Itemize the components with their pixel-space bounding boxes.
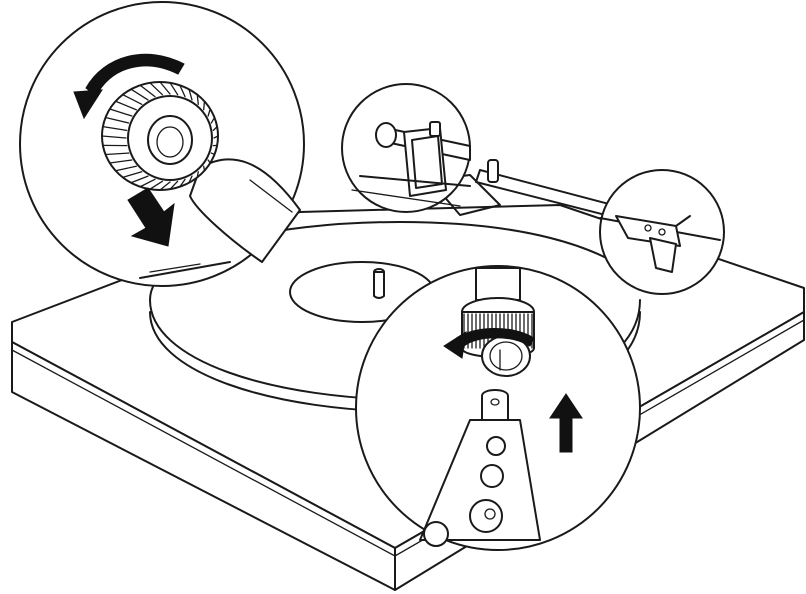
knurl-tick	[207, 108, 211, 117]
knurl-tick	[102, 125, 128, 132]
knurl-tick	[159, 181, 171, 191]
knurl-tick	[210, 152, 216, 156]
knurl-tick	[149, 180, 164, 190]
knurl-tick	[179, 84, 186, 98]
knurl-tick	[203, 100, 206, 111]
knurl-tick	[203, 165, 206, 172]
knurl-tick	[139, 178, 156, 188]
rotate-counterclockwise-arrow-icon	[73, 53, 185, 120]
knurl-tick	[159, 81, 171, 95]
knurl-tick	[104, 152, 130, 156]
knurl-tick	[210, 116, 216, 124]
rotate-counterclockwise-arrow-icon	[443, 328, 535, 359]
connector-detail-magnifier	[355, 265, 641, 551]
knurl-tick	[179, 178, 186, 188]
knurl-tick	[188, 175, 193, 184]
knurl-tick	[139, 84, 156, 98]
up-arrow-icon	[549, 393, 583, 453]
knurl-tick	[130, 175, 149, 184]
knurled-collar	[101, 81, 219, 191]
spindle	[373, 268, 385, 299]
knurl-tick	[149, 82, 164, 96]
headshell-detail-magnifier	[599, 169, 725, 295]
knurl-tick	[169, 180, 179, 190]
down-arrow-icon	[127, 187, 175, 247]
knurl-tick	[207, 159, 211, 164]
collar-detail-magnifier	[19, 1, 305, 287]
knurl-tick	[122, 93, 143, 105]
knurl-tick	[188, 88, 193, 101]
knurl-tick	[104, 116, 130, 124]
knurl-tick	[169, 82, 179, 96]
knurl-tick	[212, 125, 218, 132]
knurl-tick	[196, 93, 199, 105]
knurl-tick	[213, 135, 219, 139]
knurl-tick	[130, 88, 149, 101]
knurl-tick	[109, 159, 133, 164]
knurl-tick	[101, 135, 127, 139]
knurl-tick	[114, 165, 137, 172]
pivot-detail-magnifier	[341, 83, 471, 213]
knurl-tick	[109, 108, 133, 117]
headshell-plug	[419, 389, 541, 547]
knurl-tick	[114, 100, 137, 111]
knurl-tick	[122, 171, 143, 179]
knurl-tick	[196, 171, 199, 179]
